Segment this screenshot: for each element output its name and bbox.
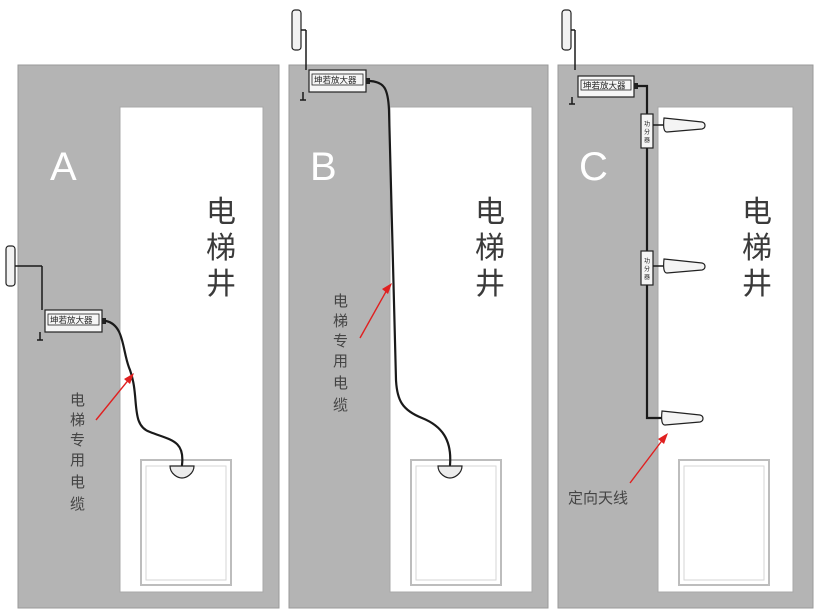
panel-letter-b: B: [310, 145, 337, 189]
splitter-box-c-2: [640, 250, 654, 286]
elevator-car-b: [410, 459, 502, 586]
shaft-label-c-1: 电: [742, 195, 772, 230]
note-a-5: 电: [70, 473, 85, 491]
arrow-a: [95, 377, 131, 421]
svg-text:分: 分: [644, 128, 650, 136]
directional-antenna-c-3: [661, 410, 704, 426]
svg-text:器: 器: [644, 137, 650, 144]
ceiling-antenna-a: [169, 465, 195, 479]
elevator-car-a: [140, 459, 232, 586]
splitter-c-2: 功 分 器: [640, 250, 706, 286]
arrow-b: [359, 287, 389, 339]
panel-b: B 电 梯 井 坤若放大器 电 梯 专 用 电 缆: [288, 9, 549, 609]
shaft-label-c-2: 梯: [742, 231, 772, 266]
arrow-c: [629, 437, 665, 484]
splitter-box-c-1: [640, 113, 654, 149]
outdoor-antenna-a: [5, 245, 43, 310]
panel-c: C 电 梯 井 坤若放大器 功 分 器: [557, 9, 814, 609]
note-b-5: 电: [333, 374, 348, 392]
svg-text:功: 功: [644, 257, 650, 265]
note-b-4: 用: [333, 352, 348, 370]
note-b-3: 专: [333, 332, 348, 350]
amplifier-label-a: 坤若放大器: [50, 315, 93, 326]
note-a-3: 专: [70, 431, 85, 449]
cable-b: [368, 79, 452, 467]
shaft-label-b-1: 电: [475, 195, 505, 230]
cable-a: [104, 319, 184, 467]
outdoor-antenna-c: [561, 9, 576, 70]
shaft-label-b-3: 井: [475, 267, 505, 302]
amplifier-label-c: 坤若放大器: [583, 81, 626, 92]
note-b-2: 梯: [333, 312, 348, 330]
splitter-c-1: 功 分 器: [640, 113, 706, 149]
outdoor-antenna-b: [291, 9, 307, 70]
amplifier-label-b: 坤若放大器: [314, 75, 357, 86]
amplifier-b: 坤若放大器: [300, 69, 370, 101]
svg-text:器: 器: [644, 274, 650, 281]
shaft-label-a-2: 梯: [206, 231, 236, 266]
shaft-label-b-2: 梯: [475, 231, 505, 266]
note-c: 定向天线: [568, 489, 628, 507]
shaft-label-a-1: 电: [206, 195, 236, 230]
note-a-4: 用: [70, 451, 85, 469]
amplifier-a: 坤若放大器: [37, 309, 106, 341]
elevator-car-c: [678, 459, 770, 586]
panel-letter-a: A: [50, 145, 77, 189]
shaft-label-c-3: 井: [742, 267, 772, 302]
amplifier-c: 坤若放大器: [569, 75, 638, 105]
panel-a: A 电 梯 井 坤若放大器 电 梯 专 用 电 缆: [5, 64, 280, 609]
directional-antenna-c-2: [663, 258, 706, 274]
panel-letter-c: C: [579, 145, 608, 189]
note-a-2: 梯: [70, 411, 85, 429]
svg-text:功: 功: [644, 120, 650, 128]
directional-antenna-c-1: [663, 117, 706, 133]
note-a-1: 电: [70, 391, 85, 409]
note-a-6: 缆: [70, 495, 85, 513]
note-b-6: 缆: [333, 396, 348, 414]
svg-text:分: 分: [644, 265, 650, 273]
ceiling-antenna-b: [437, 465, 463, 479]
shaft-label-a-3: 井: [206, 267, 236, 302]
note-b-1: 电: [333, 292, 348, 310]
